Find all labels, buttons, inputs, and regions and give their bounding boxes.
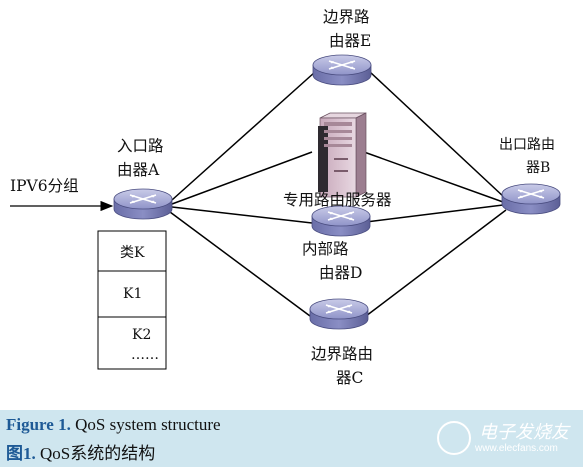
queue-item: 类K bbox=[120, 245, 145, 261]
watermark-main: 电子发烧友 bbox=[479, 422, 569, 443]
router-b-icon bbox=[501, 183, 561, 215]
watermark-circle-icon bbox=[437, 421, 471, 455]
router-c-label-2: 器C bbox=[336, 369, 363, 387]
link-a-d bbox=[171, 206, 313, 224]
router-a-icon bbox=[113, 188, 173, 220]
router-c-icon bbox=[309, 298, 369, 330]
link-c-b bbox=[365, 209, 507, 317]
link-a-server bbox=[171, 151, 313, 205]
caption-chinese: 图1. QoS系统的结构 bbox=[6, 439, 155, 464]
router-b-label-2: 器B bbox=[526, 160, 550, 176]
caption-english-text: QoS system structure bbox=[70, 415, 221, 434]
server-icon bbox=[318, 112, 367, 198]
input-label: IPV6分组 bbox=[10, 177, 79, 195]
caption-chinese-text: QoS系统的结构 bbox=[35, 444, 156, 463]
qos-network-diagram: IPV6分组 边界路 由器E 入口路 由器A 出口路由 器B 专用路由服务器 内… bbox=[10, 8, 561, 387]
connection-lines bbox=[169, 71, 507, 317]
router-e-label-2: 由器E bbox=[329, 32, 371, 50]
caption-chinese-prefix: 图1. bbox=[6, 444, 36, 463]
router-d-label-1: 内部路 bbox=[302, 240, 349, 258]
router-a-label-2: 由器A bbox=[117, 161, 160, 179]
router-c-label-1: 边界路由 bbox=[311, 345, 373, 363]
queue-item: K2 bbox=[132, 327, 151, 343]
class-queue bbox=[97, 230, 167, 370]
caption-english-prefix: Figure 1. bbox=[6, 415, 71, 434]
figure-caption: Figure 1. QoS system structure 图1. QoS系统… bbox=[0, 410, 583, 467]
watermark-sub: www.elecfans.com bbox=[475, 443, 558, 454]
link-a-c bbox=[169, 211, 311, 317]
router-b-label-1: 出口路由 bbox=[499, 137, 555, 153]
router-a-label-1: 入口路 bbox=[117, 137, 164, 155]
router-e-label-1: 边界路 bbox=[323, 8, 370, 26]
link-server-b bbox=[363, 151, 504, 203]
queue-item: K1 bbox=[123, 286, 142, 302]
watermark-logo: 电子发烧友 www.elecfans.com bbox=[435, 416, 575, 462]
link-e-b bbox=[369, 71, 506, 199]
router-d-label-2: 由器D bbox=[319, 264, 362, 282]
link-d-b bbox=[365, 204, 504, 223]
queue-item: …… bbox=[131, 347, 159, 363]
server-label: 专用路由服务器 bbox=[283, 191, 392, 209]
link-a-e bbox=[171, 71, 316, 201]
router-d-icon bbox=[311, 205, 371, 237]
router-e-icon bbox=[312, 54, 372, 86]
caption-english: Figure 1. QoS system structure bbox=[6, 415, 221, 435]
